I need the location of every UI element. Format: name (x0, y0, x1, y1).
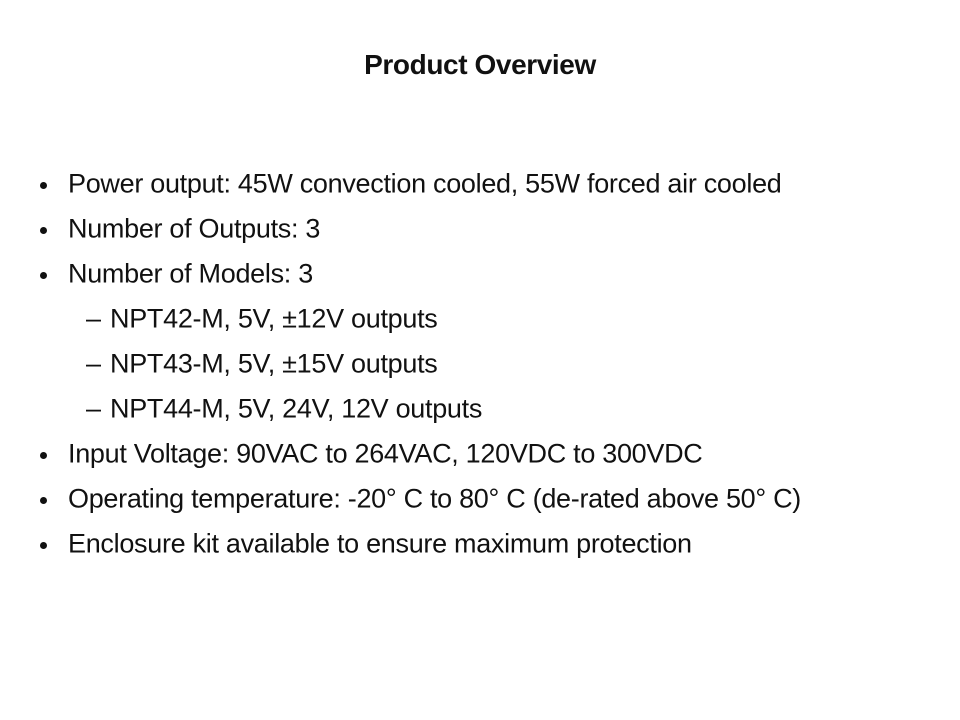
list-subitem: – NPT42-M, 5V, ±12V outputs (0, 296, 960, 341)
bullet-icon (40, 451, 47, 459)
list-item: Input Voltage: 90VAC to 264VAC, 120VDC t… (0, 431, 960, 476)
list-item: Enclosure kit available to ensure maximu… (0, 521, 960, 566)
list-item-text: Power output: 45W convection cooled, 55W… (68, 168, 782, 198)
list-item: Operating temperature: -20° C to 80° C (… (0, 476, 960, 521)
list-item: Number of Models: 3 (0, 251, 960, 296)
bullet-icon (40, 271, 47, 279)
dash-icon: – (86, 348, 101, 378)
bullet-icon (40, 226, 47, 234)
bullet-icon (40, 496, 47, 504)
list-item-text: NPT43-M, 5V, ±15V outputs (110, 348, 438, 378)
list-item-text: Number of Outputs: 3 (68, 213, 321, 243)
bullet-icon (40, 181, 47, 189)
list-item: Power output: 45W convection cooled, 55W… (0, 161, 960, 206)
bullet-list: Power output: 45W convection cooled, 55W… (0, 161, 960, 566)
list-item-text: NPT42-M, 5V, ±12V outputs (110, 303, 438, 333)
list-item-text: Enclosure kit available to ensure maximu… (68, 528, 692, 558)
dash-icon: – (86, 393, 101, 423)
list-item-text: NPT44-M, 5V, 24V, 12V outputs (110, 393, 483, 423)
page-title: Product Overview (364, 49, 596, 80)
bullet-icon (40, 541, 47, 549)
list-item-text: Input Voltage: 90VAC to 264VAC, 120VDC t… (68, 438, 703, 468)
dash-icon: – (86, 303, 101, 333)
list-subitem: – NPT44-M, 5V, 24V, 12V outputs (0, 386, 960, 431)
list-subitem: – NPT43-M, 5V, ±15V outputs (0, 341, 960, 386)
list-item-text: Operating temperature: -20° C to 80° C (… (68, 483, 801, 513)
list-item: Number of Outputs: 3 (0, 206, 960, 251)
list-item-text: Number of Models: 3 (68, 258, 313, 288)
